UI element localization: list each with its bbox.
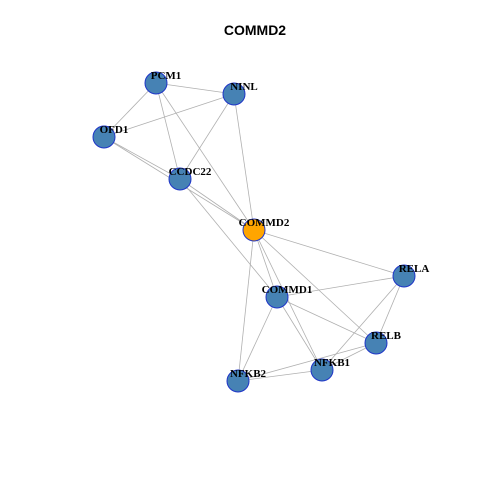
node-label: NFKB1 xyxy=(314,357,350,369)
edge-commd1-rela xyxy=(276,275,405,298)
edge-ccdc22-commd2 xyxy=(179,178,255,231)
graph-title: COMMD2 xyxy=(224,22,286,38)
node-label: COMMD1 xyxy=(262,284,313,296)
edge-commd1-nfkb1 xyxy=(276,296,323,371)
edge-pcm1-ccdc22 xyxy=(155,82,181,180)
edge-rela-nfkb1 xyxy=(321,275,405,371)
node-commd1[interactable]: COMMD1 xyxy=(262,284,313,309)
node-ccdc22[interactable]: CCDC22 xyxy=(168,166,212,191)
edge-commd2-nfkb2 xyxy=(237,229,255,382)
node-circle[interactable] xyxy=(226,369,250,393)
node-circle[interactable] xyxy=(364,331,388,355)
edge-ccdc22-commd1 xyxy=(179,178,278,298)
node-label: OFD1 xyxy=(100,124,129,136)
edge-nfkb1-nfkb2 xyxy=(237,369,323,382)
edge-pcm1-ninl xyxy=(155,82,235,95)
node-label: RELB xyxy=(371,330,402,342)
node-nfkb2[interactable]: NFKB2 xyxy=(226,368,267,393)
edge-ofd1-ccdc22 xyxy=(103,136,181,180)
node-label: NFKB2 xyxy=(230,368,267,380)
edge-pcm1-ofd1 xyxy=(103,82,157,138)
node-rela[interactable]: RELA xyxy=(392,263,430,288)
node-ofd1[interactable]: OFD1 xyxy=(92,124,129,149)
node-label: NINL xyxy=(230,81,258,93)
edge-ninl-commd2 xyxy=(233,93,255,231)
node-circle[interactable] xyxy=(92,125,116,149)
node-circle[interactable] xyxy=(310,358,334,382)
node-commd2[interactable]: COMMD2 xyxy=(239,217,290,242)
edge-ninl-ofd1 xyxy=(103,93,235,138)
edge-commd1-nfkb2 xyxy=(237,296,278,382)
edge-commd2-rela xyxy=(253,229,405,277)
node-circle[interactable] xyxy=(144,71,168,95)
node-circle[interactable] xyxy=(242,218,266,242)
node-pcm1[interactable]: PCM1 xyxy=(144,70,182,95)
node-circle[interactable] xyxy=(265,285,289,309)
edge-relb-nfkb2 xyxy=(237,342,377,382)
edge-pcm1-commd2 xyxy=(155,82,255,231)
node-circle[interactable] xyxy=(392,264,416,288)
edge-ninl-ccdc22 xyxy=(179,93,235,180)
edge-commd2-relb xyxy=(253,229,377,344)
edge-commd2-commd1 xyxy=(253,229,278,298)
node-label: RELA xyxy=(399,263,430,275)
edge-rela-relb xyxy=(375,275,405,344)
node-circle[interactable] xyxy=(168,167,192,191)
node-label: CCDC22 xyxy=(169,166,212,178)
node-relb[interactable]: RELB xyxy=(364,330,402,355)
node-nfkb1[interactable]: NFKB1 xyxy=(310,357,350,382)
node-ninl[interactable]: NINL xyxy=(222,81,258,106)
node-label: COMMD2 xyxy=(239,217,290,229)
node-label: PCM1 xyxy=(151,70,182,82)
node-circle[interactable] xyxy=(222,82,246,106)
edge-commd1-relb xyxy=(276,296,377,344)
